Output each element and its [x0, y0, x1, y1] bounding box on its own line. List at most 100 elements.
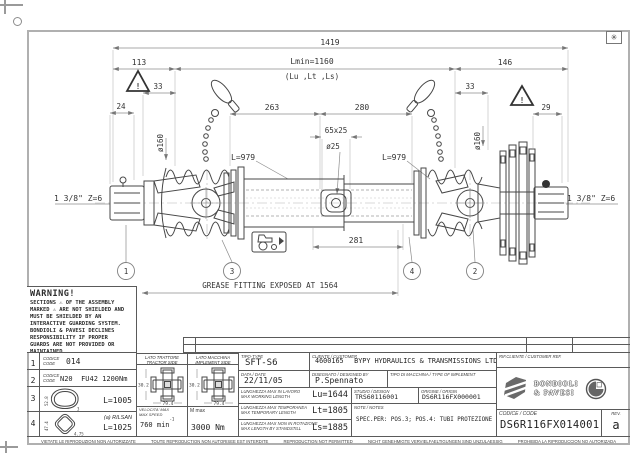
lt-value: Lt=1805 — [312, 406, 348, 416]
revision-date-cell: 6/11/2008 — [573, 337, 630, 345]
footer-fr: TOUTE REPRODUCTION NON AUTORISEE EST INT… — [151, 438, 269, 444]
warning-box: WARNING! SECTIONS ⚠ OF THE ASSEMBLY MARK… — [27, 286, 137, 353]
tractor-icon — [251, 231, 287, 253]
svg-text:79.4: 79.4 — [214, 401, 225, 407]
date-cell: DATA / DATE 22/11/05 — [239, 371, 310, 388]
dim-dia25: ø25 — [326, 142, 340, 151]
spline-label-left: 1 3/8" Z=6 — [54, 194, 102, 203]
left-joint-assembly — [109, 166, 245, 240]
type-cell: TIPO-TYPE SFT-S6 — [239, 353, 310, 371]
revision-desc-label-cell: Descrizione Modifica — [196, 345, 527, 353]
dim-overall: 1419 — [320, 38, 339, 47]
footer-es: PROHIBIDA LA RIPRODUCCION NO AUTORIZADA — [517, 438, 616, 444]
extension-lines — [109, 50, 569, 296]
footer-it: VIETATE LE RIPRODUZIONI NON AUTORIZZATE — [41, 438, 136, 444]
balloon-2: 2 — [473, 267, 478, 276]
dim-dia160-right: ø160 — [473, 131, 482, 150]
balloon-3: 3 — [230, 267, 235, 276]
warning-triangle-left: ! — [125, 69, 151, 92]
dim-24: 24 — [116, 102, 126, 111]
sheet-star-box: ✳ — [606, 31, 622, 44]
designer-value: P.Spennato — [315, 376, 364, 385]
operator-label-cell: Operatore — [527, 345, 573, 353]
svg-text:3: 3 — [77, 407, 80, 412]
dim-146: 146 — [498, 58, 513, 67]
warning-triangle-right: ! — [509, 84, 535, 106]
notes-cell: NOTE / NOTES SPEC.PER: POS.3; POS.4: TUB… — [352, 404, 497, 437]
origin-value: DS6R116FX000001 — [422, 393, 481, 401]
svg-text:!: ! — [520, 96, 525, 105]
study-cell: STUDIO / DESIGN TRS60116001 — [352, 388, 419, 404]
star-icon: ✳ — [610, 33, 618, 42]
svg-text:79.4: 79.4 — [163, 401, 174, 407]
customer-ref-cell: RIF.CLIENTE / CUSTOMER REF. — [497, 353, 630, 368]
cross-journal-drawing-tractor: 30.2 79.4 — [138, 367, 184, 407]
registration-circle — [13, 17, 22, 26]
part-4-length: L=1025 — [103, 423, 132, 432]
brand-name: BONDIOLI & PAVESI — [534, 380, 579, 397]
dim-113: 113 — [132, 58, 147, 67]
dim-33-left: 33 — [153, 82, 162, 91]
corner-mark-top-vertical — [4, 0, 6, 14]
lu-cell: LUNGHEZZA MAX IN LAVORO MAX WORKING LENG… — [239, 388, 352, 404]
svg-text:30.2: 30.2 — [189, 383, 200, 389]
dim-l979-left: L=979 — [231, 153, 255, 162]
max-speed-cell: VELOCITA' MAX MAX SPEED 760 min-1 — [137, 407, 188, 437]
part-row-4: 47.4 4.75 (a) RILSAN L=1025 — [40, 412, 137, 437]
code-cell: CODICE / CODE DS6R116FX014001 — [497, 410, 602, 437]
dim-281: 281 — [349, 236, 364, 245]
svg-text:!: ! — [136, 82, 141, 91]
right-shield-bell — [499, 141, 536, 265]
dim-dia160-left: ø160 — [156, 133, 165, 152]
corner-mark-bottom-horizontal — [0, 446, 18, 448]
footer-de: NICHT GENEHMIGTE VERVIELFAELTIGUNGEN SIN… — [367, 438, 503, 444]
implement-cross-cell: 30.2 79.4 — [188, 365, 239, 407]
warning-body: SECTIONS ⚠ OF THE ASSEMBLY MARKED ⚠ ARE … — [30, 300, 125, 353]
grease-note: GREASE FITTING EXPOSED AT 1564 — [202, 281, 338, 290]
dim-l979-right: L=979 — [382, 153, 406, 162]
svg-text:47.4: 47.4 — [44, 421, 49, 431]
part-4-note: (a) RILSAN — [103, 415, 132, 421]
corner-mark-top-horizontal — [0, 4, 23, 6]
dimension-lines — [55, 46, 618, 295]
origin-cell: ORIGINE / ORIGIN DS6R116FX000001 — [419, 388, 497, 404]
part-row-2: CODICE CODE N20 FU42 1200Nm — [40, 370, 137, 387]
part-row-1: CODICE CODE 014 — [40, 353, 137, 370]
rev-value: a — [612, 418, 620, 433]
part-1-code: 014 — [66, 357, 81, 366]
left-safety-chain — [202, 79, 240, 162]
dim-33-right: 33 — [465, 82, 474, 91]
part-row-3: 52.8 3 L=1005 — [40, 387, 137, 412]
revision-value-cell: a — [183, 337, 196, 345]
svg-text:52.8: 52.8 — [44, 396, 49, 406]
code-value: DS6R116FX014001 — [500, 419, 600, 431]
balloon-callouts: 1 3 4 2 — [117, 225, 484, 280]
part-2-code: N20 FU42 1200Nm — [60, 375, 128, 383]
dim-window: 65x25 — [325, 126, 348, 135]
part-row-3-num: 3 — [27, 387, 40, 412]
bondioli-circle-logo — [585, 378, 606, 399]
left-guard-cone — [161, 167, 230, 239]
max-speed-value: 760 min — [140, 421, 170, 429]
ls-cell: LUNGHEZZA MAX NON IN ROTAZIONE MAX LENGT… — [239, 420, 352, 437]
svg-text:30.2: 30.2 — [138, 383, 149, 389]
date-value: 22/11/05 — [244, 376, 283, 385]
corner-mark-bottom-vertical — [5, 441, 7, 453]
ls-value: Ls=1885 — [312, 423, 348, 433]
dim-lmin: Lmin=1160 — [290, 57, 334, 66]
footer-legal-strip: VIETATE LE RIPRODUZIONI NON AUTORIZZATE … — [27, 437, 630, 445]
dim-263: 263 — [265, 103, 280, 112]
customer-code: 4600165 — [315, 357, 344, 365]
customer-name: BYPY HYDRAULICS & TRANSMISSIONS LTD — [354, 357, 497, 365]
revision-desc-cell: ERN 0128 — [196, 337, 527, 345]
date-label-cell: Data — [573, 345, 630, 353]
part-row-1-num: 1 — [27, 353, 40, 370]
cross-journal-drawing-implement: 30.2 79.4 — [189, 367, 235, 407]
type-value: SFT-S6 — [245, 358, 278, 368]
lt-cell: LUNGHEZZA MAX TEMPORANEA MAX TEMPORARY L… — [239, 404, 352, 420]
footer-en: REPRODUCTION NOT PERMITTED — [283, 438, 353, 444]
part-row-4-num: 4 — [27, 412, 40, 437]
dim-lmin-note: (Lu ,Lt ,Ls) — [285, 72, 339, 81]
